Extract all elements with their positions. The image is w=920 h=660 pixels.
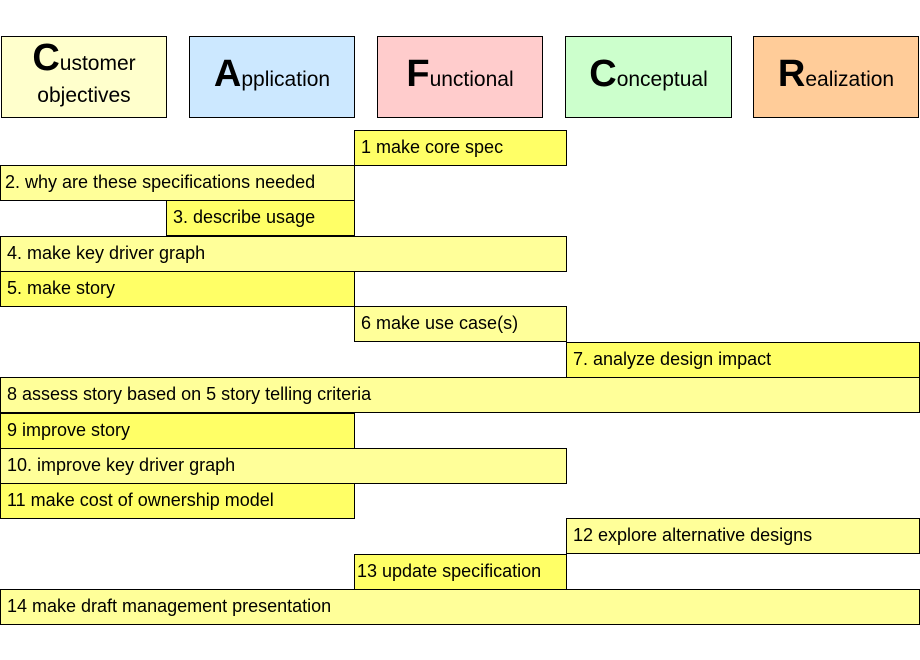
header-realization: Realization: [753, 36, 919, 118]
header-initial: A: [213, 53, 242, 95]
task-7: 7. analyze design impact: [566, 342, 920, 378]
header-rest: pplication: [241, 68, 331, 91]
task-4: 4. make key driver graph: [0, 236, 567, 272]
header-line2: objectives: [37, 84, 131, 107]
header-functional: Functional: [377, 36, 543, 118]
header-rest: ustomer: [59, 52, 136, 75]
task-3: 3. describe usage: [166, 200, 355, 236]
header-initial: F: [406, 53, 430, 95]
task-2: 2. why are these specifications needed: [0, 165, 355, 201]
task-6: 6 make use case(s): [354, 306, 567, 342]
header-initial: C: [589, 53, 617, 95]
header-rest: onceptual: [616, 68, 708, 91]
header-rest: unctional: [429, 68, 514, 91]
header-customer-objectives: Customer objectives: [1, 36, 167, 118]
header-initial: R: [777, 53, 806, 95]
task-11: 11 make cost of ownership model: [0, 483, 355, 519]
header-application: Application: [189, 36, 355, 118]
task-10: 10. improve key driver graph: [0, 448, 567, 484]
task-1: 1 make core spec: [354, 130, 567, 166]
header-initial: C: [32, 37, 60, 79]
task-13: 13 update specification: [354, 554, 567, 590]
task-12: 12 explore alternative designs: [566, 518, 920, 554]
task-8: 8 assess story based on 5 story telling …: [0, 377, 920, 413]
task-5: 5. make story: [0, 271, 355, 307]
header-conceptual: Conceptual: [565, 36, 732, 118]
task-9: 9 improve story: [0, 413, 355, 449]
task-14: 14 make draft management presentation: [0, 589, 920, 625]
header-rest: ealization: [805, 68, 895, 91]
